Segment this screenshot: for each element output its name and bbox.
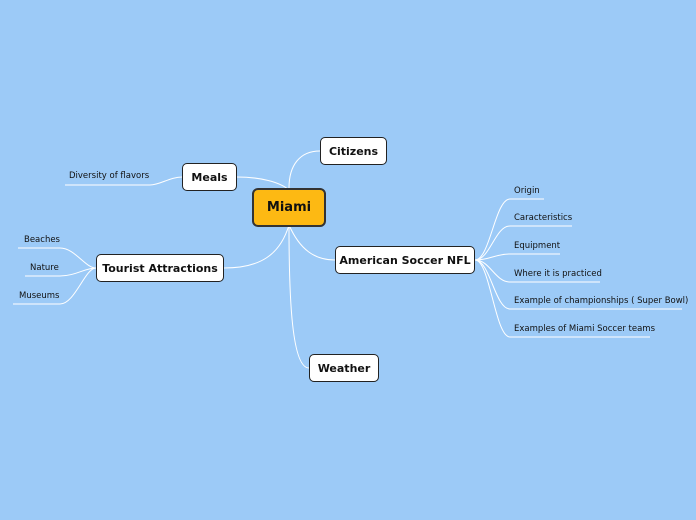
branch-node-meals[interactable]: Meals — [182, 163, 237, 191]
connector-root-soccer — [288, 224, 336, 261]
leaf-diversity-of-flavors[interactable]: Diversity of flavors — [69, 171, 150, 181]
leaf-beaches[interactable]: Beaches — [24, 235, 60, 245]
leaf-caracteristics[interactable]: Caracteristics — [514, 213, 573, 223]
connector-tourist-nature — [25, 267, 97, 277]
root-node-miami[interactable]: Miami — [252, 188, 326, 227]
branch-node-american-soccer-nfl[interactable]: American Soccer NFL — [335, 246, 475, 274]
branch-node-citizens[interactable]: Citizens — [320, 137, 387, 165]
connector-root-citizens — [288, 150, 321, 189]
branch-node-tourist-attractions[interactable]: Tourist Attractions — [96, 254, 224, 282]
connector-soccer-caracteristics — [474, 225, 572, 261]
leaf-museums[interactable]: Museums — [19, 291, 60, 301]
leaf-origin[interactable]: Origin — [514, 186, 540, 196]
leaf-examples-of-miami-soccer-teams[interactable]: Examples of Miami Soccer teams — [514, 324, 655, 334]
leaf-nature[interactable]: Nature — [30, 263, 59, 273]
connector-soccer-championships — [474, 259, 682, 310]
leaf-equipment[interactable]: Equipment — [514, 241, 561, 251]
connector-meals-flavors — [65, 176, 183, 186]
connector-root-tourist — [223, 224, 290, 269]
leaf-example-of-championships[interactable]: Example of championships ( Super Bowl) — [514, 296, 689, 306]
branch-node-weather[interactable]: Weather — [309, 354, 379, 382]
connector-soccer-origin — [474, 198, 544, 261]
connector-tourist-beaches — [18, 247, 97, 269]
connector-root-weather — [288, 225, 310, 369]
connector-tourist-museums — [13, 267, 97, 305]
leaf-where-it-is-practiced[interactable]: Where it is practiced — [514, 269, 602, 279]
connector-soccer-equipment — [474, 253, 560, 261]
connector-soccer-where — [474, 259, 600, 283]
connector-soccer-teams — [474, 259, 650, 338]
